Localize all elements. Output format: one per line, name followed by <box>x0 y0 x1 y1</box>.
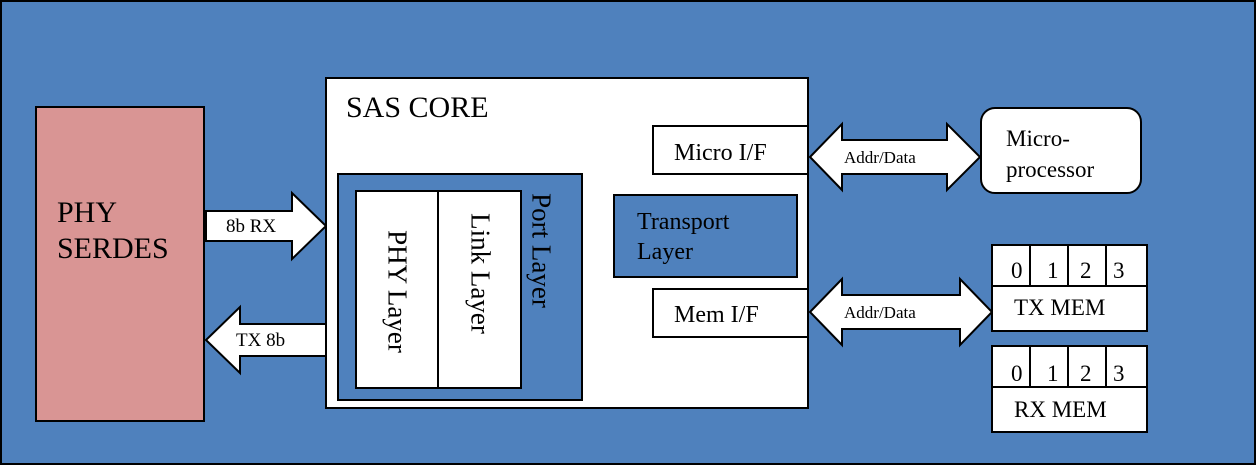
phy-layer-label: PHY Layer <box>382 230 413 353</box>
tx-mem-cell-2-label: 2 <box>1080 258 1092 283</box>
microprocessor-box <box>980 107 1142 194</box>
rx-mem-cell-3-label: 3 <box>1113 361 1125 386</box>
micro-if-box <box>652 125 809 175</box>
rx-mem-cell-1 <box>1029 345 1069 388</box>
transport-layer-label-line1: Transport <box>637 209 730 235</box>
phy-layer-box <box>355 190 439 389</box>
rx-mem-cell-2-label: 2 <box>1080 361 1092 386</box>
transport-layer-label-line2: Layer <box>637 239 693 265</box>
rx-mem-block <box>991 345 1148 433</box>
rx-mem-cell-0-label: 0 <box>1011 361 1023 386</box>
micro-addr-data-label: Addr/Data <box>844 148 916 167</box>
mem-if-box <box>652 288 809 338</box>
tx-mem-label: TX MEM <box>1014 295 1106 320</box>
microprocessor-label-line1: Micro- <box>1006 126 1070 151</box>
tx-mem-cell-3 <box>1105 244 1148 287</box>
tx-mem-cell-0-label: 0 <box>1011 258 1023 283</box>
mem-addr-data-label: Addr/Data <box>844 303 916 322</box>
tx-mem-label-box <box>991 285 1148 332</box>
rx-arrow-label: 8b RX <box>226 216 277 237</box>
tx-mem-cell-3-label: 3 <box>1113 258 1125 283</box>
tx-mem-block <box>991 244 1148 332</box>
rx-mem-cell-1-label: 1 <box>1047 361 1059 386</box>
tx-arrow <box>204 304 327 376</box>
rx-mem-cell-3 <box>1105 345 1148 388</box>
tx-arrow-label: TX 8b <box>236 330 286 351</box>
sas-core-title: SAS CORE <box>346 91 489 124</box>
link-layer-box <box>437 190 522 389</box>
tx-mem-cell-1-label: 1 <box>1047 258 1059 283</box>
phy-serdes-block <box>35 106 205 422</box>
microprocessor-label-line2: processor <box>1006 157 1095 182</box>
transport-layer-box <box>613 194 798 278</box>
rx-mem-cell-2 <box>1067 345 1107 388</box>
phy-serdes-label-line2: SERDES <box>57 232 169 265</box>
phy-serdes-label-line1: PHY <box>57 196 118 229</box>
rx-mem-label: RX MEM <box>1014 397 1107 422</box>
link-layer-label: Link Layer <box>465 213 496 334</box>
mem-if-label: Mem I/F <box>674 302 759 328</box>
rx-arrow <box>205 190 328 262</box>
micro-if-label: Micro I/F <box>674 140 767 166</box>
rx-mem-label-box <box>991 386 1148 433</box>
port-layer-label: Port Layer <box>526 193 557 308</box>
rx-mem-cell-0 <box>991 345 1031 388</box>
tx-mem-cell-2 <box>1067 244 1107 287</box>
